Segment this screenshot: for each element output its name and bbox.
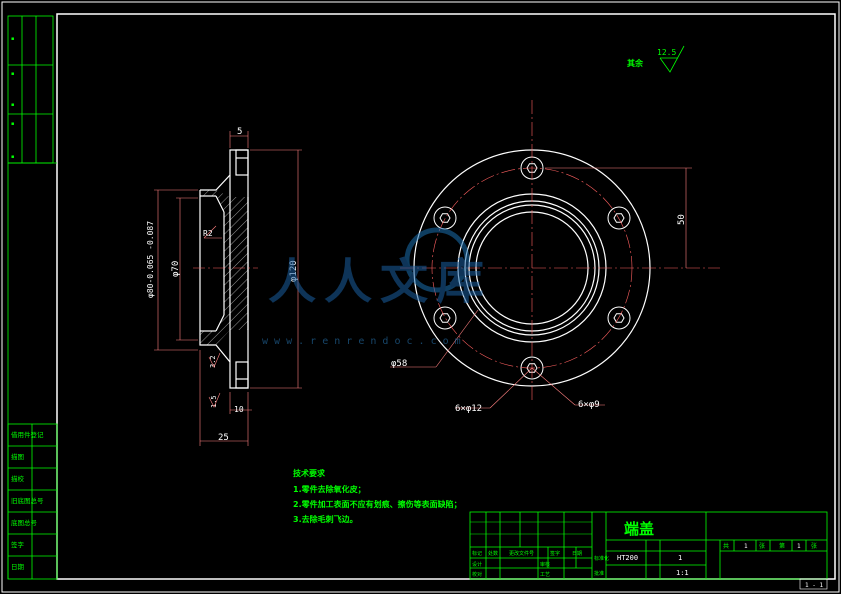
dim-radius: R2	[203, 229, 213, 238]
left-label-0: 借用件登记	[11, 430, 44, 439]
tech-requirements: 技术要求 1.零件去除氧化皮； 2.零件加工表面不应有划痕、擦伤等表面缺陷； 3…	[293, 468, 462, 524]
watermark-brand: 人人文库	[268, 254, 492, 310]
dim-holes-9: 6×φ9	[578, 400, 600, 410]
tb-mini-5: 设计	[472, 561, 482, 568]
sheet-info-0: 共	[723, 542, 729, 550]
left-label-3: 旧底图总号	[11, 496, 44, 505]
title-block-text: 端盖 HT200 1 1:1 共 1 张 第 1 张 标记 处数 更改文件号 签…	[472, 520, 817, 578]
sheet-info-5: 张	[811, 542, 817, 550]
bolt-holes	[433, 156, 631, 380]
material: HT200	[617, 554, 638, 562]
strip-mark-1: ▪	[11, 36, 14, 42]
roughness-label: 其余	[627, 58, 644, 68]
tb-mini-9: 标准化	[594, 555, 609, 562]
front-centerlines	[400, 100, 720, 402]
left-label-4: 底图总号	[11, 518, 38, 527]
sheet-info-2: 张	[759, 542, 765, 550]
strip-mark-4: ▪	[11, 121, 14, 127]
strip-mark-2: ▪	[11, 71, 14, 77]
tech-item-2: 2.零件加工表面不应有划痕、擦伤等表面缺陷；	[293, 499, 462, 510]
dim-25: 25	[218, 433, 229, 443]
sheet-info-4: 1	[797, 543, 801, 550]
dim-dia-70: φ70	[171, 261, 181, 277]
left-bottom-strip	[7, 423, 58, 580]
roughness-value: 12.5	[657, 48, 676, 57]
tech-title: 技术要求	[293, 468, 326, 478]
left-label-5: 签字	[11, 540, 25, 549]
part-name: 端盖	[624, 520, 654, 538]
sheet-number: 1 - 1	[805, 582, 823, 589]
tb-mini-1: 处数	[488, 550, 498, 557]
tech-item-3: 3.去除毛刺飞边。	[293, 514, 358, 524]
dim-dia-120: φ120	[289, 260, 299, 282]
dim-small-1: 3.2	[209, 355, 217, 368]
left-top-strip	[7, 15, 54, 164]
left-label-1: 描图	[11, 452, 24, 461]
quantity: 1	[678, 554, 682, 562]
tb-mini-3: 签字	[550, 550, 560, 557]
sheet-info-1: 1	[744, 543, 748, 550]
tb-mini-4: 日期	[572, 551, 582, 557]
tb-mini-2: 更改文件号	[509, 550, 534, 557]
left-label-2: 描校	[11, 474, 25, 483]
tb-mini-8: 工艺	[540, 572, 550, 578]
section-dimensions	[154, 131, 302, 446]
watermark-url: w w w . r e n r e n d o c . c o m	[262, 336, 461, 347]
title-block	[469, 511, 828, 580]
inner-border	[56, 13, 836, 580]
dim-10: 10	[234, 405, 244, 414]
dim-small-2: 1.5	[210, 395, 218, 408]
section-view	[193, 149, 258, 389]
dim-5: 5	[237, 127, 242, 137]
dim-bolt-pitch: 50	[677, 214, 687, 225]
tb-mini-7: 校对	[472, 571, 482, 578]
watermark: 人人文库 w w w . r e n r e n d o c . c o m	[262, 227, 492, 347]
sheet-info-3: 第	[779, 542, 785, 550]
front-dimensions	[390, 167, 692, 409]
tech-item-1: 1.零件去除氧化皮；	[293, 484, 366, 495]
tb-mini-0: 标记	[472, 550, 482, 557]
dim-dia-80: φ80-0.065 -0.087	[146, 221, 155, 298]
tb-mini-6: 审核	[540, 561, 550, 568]
scale: 1:1	[676, 569, 689, 577]
strip-mark-5: ▪	[11, 154, 14, 160]
tb-mini-10: 批准	[594, 570, 604, 577]
strip-mark-3: ▪	[11, 102, 14, 108]
left-label-6: 日期	[11, 563, 25, 571]
roughness-symbol: 其余 12.5	[627, 45, 685, 73]
dim-holes-12: 6×φ12	[455, 404, 482, 414]
dim-dia-58: φ58	[391, 359, 407, 369]
